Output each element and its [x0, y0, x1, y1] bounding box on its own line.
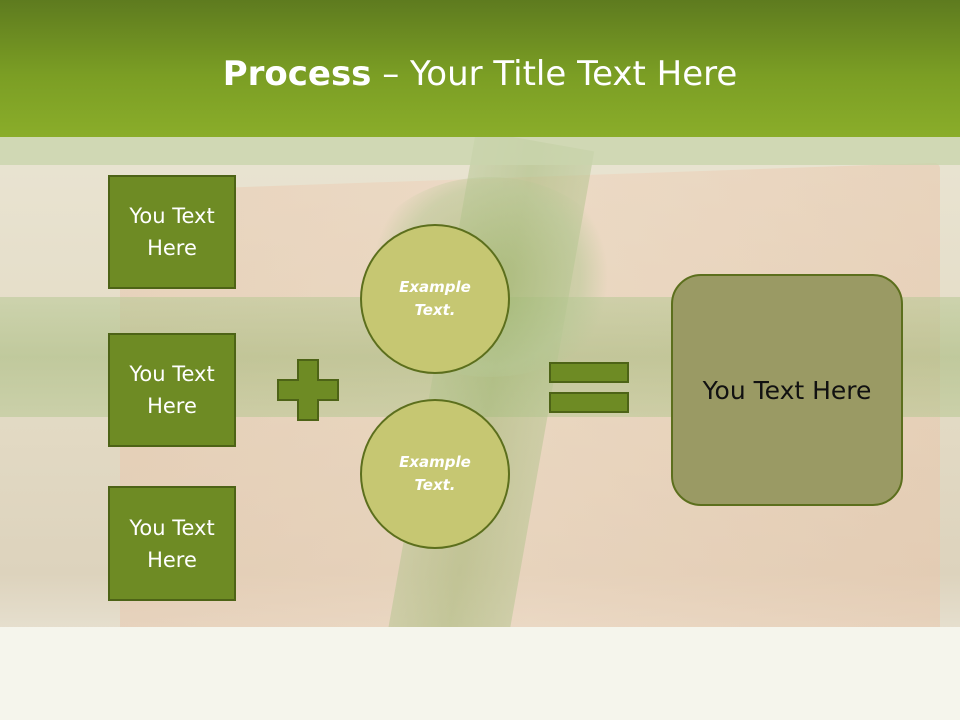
- title-bar: Process – Your Title Text Here: [0, 0, 960, 137]
- circle-label: Example Text.: [399, 278, 471, 319]
- text-box-3[interactable]: You Text Here: [108, 486, 236, 601]
- text-box-2[interactable]: You Text Here: [108, 333, 236, 447]
- text-box-label: You Text Here: [129, 362, 215, 418]
- result-label: You Text Here: [702, 375, 872, 405]
- text-box-label: You Text Here: [129, 204, 215, 260]
- header-shadow-band: [0, 137, 960, 165]
- example-circle-2[interactable]: Example Text.: [360, 399, 510, 549]
- example-circle-1[interactable]: Example Text.: [360, 224, 510, 374]
- text-box-label: You Text Here: [129, 515, 215, 572]
- title-bold: Process: [222, 54, 372, 94]
- equals-icon: [549, 362, 629, 413]
- title-rest: – Your Title Text Here: [371, 54, 738, 94]
- slide-title[interactable]: Process – Your Title Text Here: [0, 52, 960, 96]
- result-box[interactable]: You Text Here: [671, 274, 903, 506]
- background-bottom: [0, 627, 960, 720]
- text-box-1[interactable]: You Text Here: [108, 175, 236, 289]
- plus-icon: [277, 359, 339, 421]
- circle-label: Example Text.: [399, 453, 471, 494]
